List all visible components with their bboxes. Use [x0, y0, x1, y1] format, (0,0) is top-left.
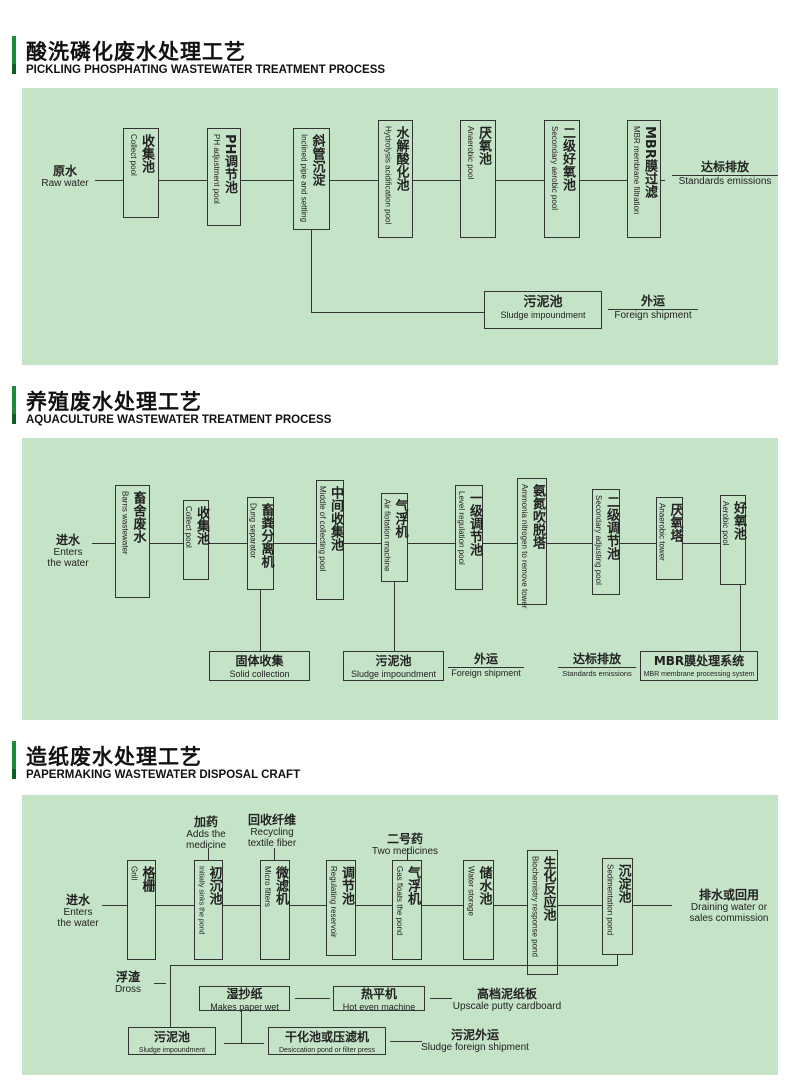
- connector-line: [224, 1043, 264, 1044]
- section-subtitle: PAPERMAKING WASTEWATER DISPOSAL CRAFT: [26, 769, 301, 781]
- connector-line: [170, 965, 618, 966]
- connector-line: [311, 230, 312, 313]
- connector-line: [311, 312, 484, 313]
- section-subtitle: AQUACULTURE WASTEWATER TREATMENT PROCESS: [26, 414, 332, 426]
- connector-line: [407, 848, 408, 860]
- section-marker: [12, 36, 16, 74]
- section-marker: [12, 741, 16, 779]
- connector-line: [260, 590, 261, 651]
- section-subtitle: PICKLING PHOSPHATING WASTEWATER TREATMEN…: [26, 64, 386, 76]
- connector-line: [390, 1041, 422, 1042]
- connector-line: [430, 998, 452, 999]
- connector-line: [740, 585, 741, 651]
- section-marker: [12, 386, 16, 424]
- connector-line: [617, 955, 618, 966]
- connector-line: [208, 848, 209, 860]
- connector-line: [170, 965, 171, 1028]
- connector-line: [274, 848, 275, 860]
- section-title: 造纸废水处理工艺: [26, 745, 202, 769]
- flow-line: [102, 905, 672, 906]
- connector-line: [241, 1011, 242, 1043]
- connector-line: [295, 998, 330, 999]
- connector-line: [394, 582, 395, 651]
- section-title: 酸洗磷化废水处理工艺: [26, 40, 246, 64]
- connector-line: [154, 983, 166, 984]
- section-title: 养殖废水处理工艺: [26, 390, 202, 414]
